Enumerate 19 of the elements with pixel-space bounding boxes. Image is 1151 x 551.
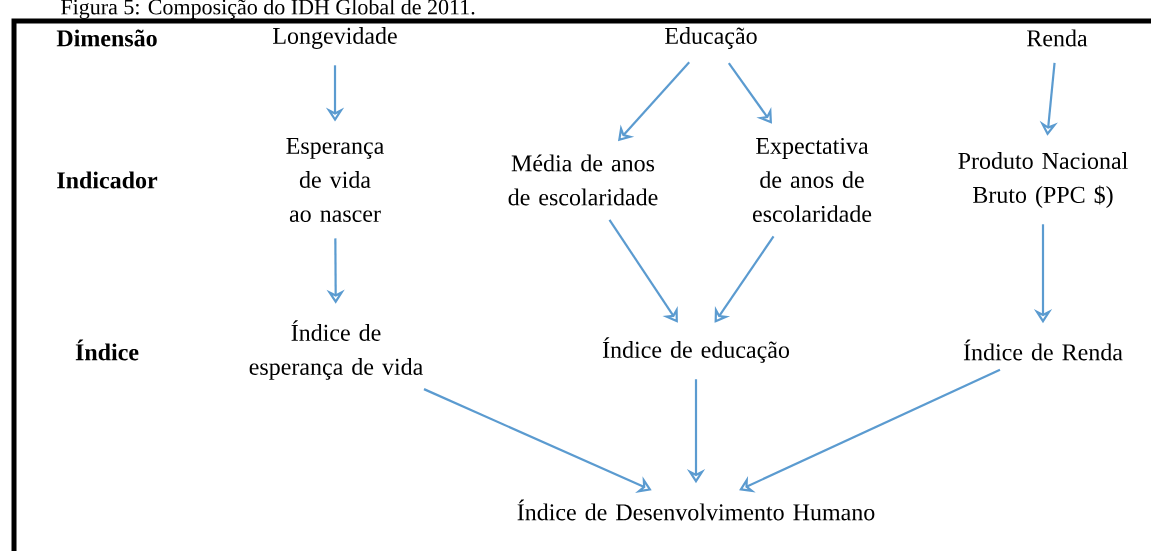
- figure-title: Figura 5: Composição do IDH Global de 2011.: [61, 0, 475, 19]
- node-text: Produto Nacional Bruto (PPC $): [958, 152, 1128, 208]
- arrow: [739, 368, 1001, 493]
- arrow: [608, 219, 678, 323]
- node-text: Renda: [1027, 29, 1088, 47]
- arrow: [727, 62, 772, 124]
- node-text: Índice de educação: [602, 337, 790, 363]
- node-text: Índice de Renda: [963, 339, 1123, 361]
- row-label: Indicador: [57, 171, 158, 189]
- row-label: Índice: [75, 339, 139, 361]
- row-label: Dimensão: [56, 29, 157, 47]
- node-text: Esperança de vida ao nascer: [286, 138, 384, 222]
- node-text: Índice de Desenvolvimento Humano: [517, 499, 875, 521]
- node-text: Expectativa de anos de escolaridade: [753, 137, 872, 223]
- arrow: [714, 235, 775, 323]
- node-text: Educação: [665, 27, 757, 49]
- node-text: Média de anos de escolaridade: [508, 154, 658, 206]
- node-text: Longevidade: [273, 27, 397, 49]
- node-text: Índice de esperança de vida: [249, 320, 423, 380]
